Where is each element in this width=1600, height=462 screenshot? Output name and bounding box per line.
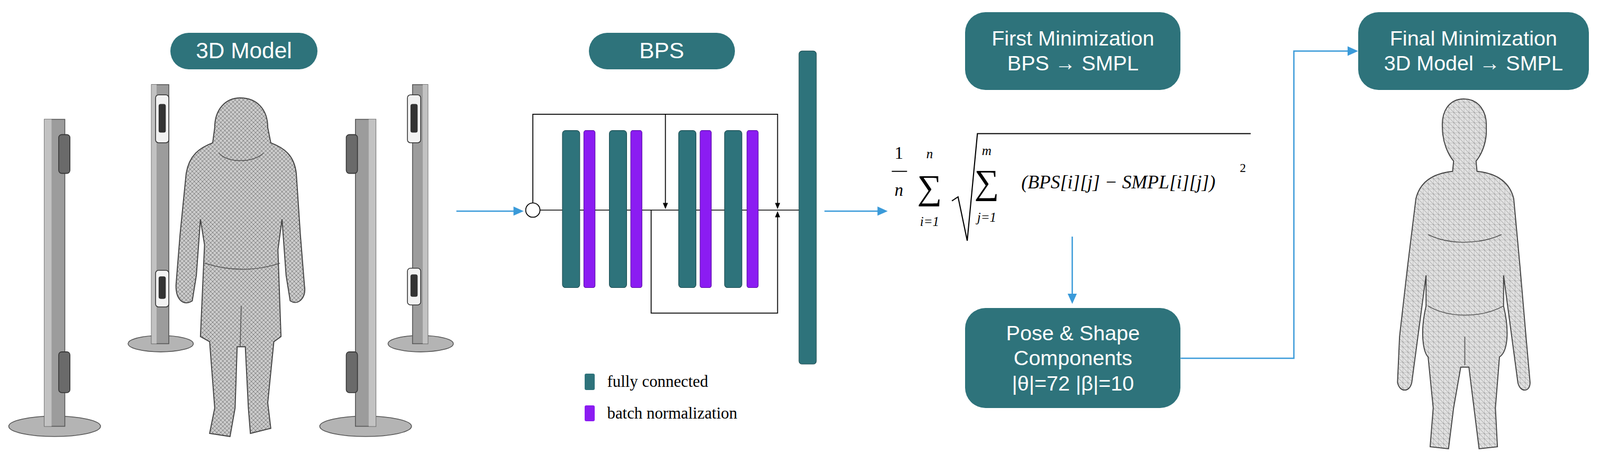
process-box: Pose & Shape Components|θ|=72 |β|=10 <box>965 307 1181 408</box>
camera <box>58 351 70 393</box>
flow-arrow <box>456 206 524 216</box>
clothing-fold <box>204 152 281 347</box>
camera-pole <box>387 84 453 352</box>
arrowhead <box>877 206 888 216</box>
node-text: 3D Model <box>195 37 293 65</box>
formula-term: n <box>926 147 934 161</box>
legend-text: batch normalization <box>607 405 738 422</box>
arrow-line <box>824 210 880 213</box>
arrowhead <box>513 206 524 216</box>
body-contour <box>1428 234 1504 366</box>
camera-pole <box>319 119 412 436</box>
flow-arrow <box>824 206 888 216</box>
pole-side <box>44 119 52 426</box>
pole-side <box>368 119 376 426</box>
legend-swatch <box>584 373 595 390</box>
bn-layer <box>747 130 759 288</box>
skip-connection <box>665 114 667 205</box>
camera <box>155 94 169 143</box>
arrowhead <box>662 203 669 210</box>
formula-term: ∑ <box>974 165 1000 200</box>
arrowhead <box>775 211 781 218</box>
network-diagram <box>525 50 817 365</box>
bn-layer <box>700 130 712 288</box>
node-text: Final Minimization <box>1389 25 1558 51</box>
node-text: 3D Model → SMPL <box>1384 50 1563 76</box>
arrowhead <box>775 203 781 210</box>
node-text: First Minimization <box>991 25 1154 51</box>
pole-side <box>422 84 429 344</box>
node-text: BPS → SMPL <box>1007 50 1139 76</box>
formula-term: m <box>982 144 992 158</box>
output-layer <box>798 50 817 365</box>
pole <box>355 119 377 426</box>
camera <box>407 268 421 305</box>
formula-term: j=1 <box>977 210 997 224</box>
node-text: BPS <box>639 37 685 65</box>
camera <box>346 351 358 393</box>
camera-lens <box>158 276 166 299</box>
connector <box>1180 50 1349 359</box>
camera-lens <box>410 274 418 297</box>
scanned-body-mesh <box>176 97 305 437</box>
section-pill: BPS <box>588 32 735 70</box>
flow-arrow <box>1067 236 1077 304</box>
formula-term: n <box>894 180 904 199</box>
fraction-bar <box>891 170 907 172</box>
section-pill: 3D Model <box>170 32 318 70</box>
node-text: |θ|=72 |β|=10 <box>1011 370 1134 396</box>
pole <box>151 84 169 344</box>
arrow-line <box>1071 236 1074 296</box>
formula-term: 1 <box>894 144 904 162</box>
process-box: Final Minimization3D Model → SMPL <box>1358 12 1589 90</box>
camera-lens <box>410 104 418 133</box>
fc-layer <box>609 130 627 288</box>
node-text: Pose & Shape Components <box>973 320 1173 371</box>
formula-term: (BPS[i][j] − SMPL[i][j]) <box>1021 173 1216 193</box>
camera <box>58 134 70 174</box>
square-root <box>951 133 1251 241</box>
formula-term: i=1 <box>920 214 940 229</box>
fc-layer <box>678 130 697 288</box>
legend-text: fully connected <box>607 373 709 390</box>
fc-layer <box>562 130 580 288</box>
input-node <box>525 203 541 218</box>
arrowhead <box>1067 293 1077 304</box>
arrowhead <box>1347 46 1359 56</box>
legend-swatch <box>584 405 595 422</box>
process-box: First MinimizationBPS → SMPL <box>965 12 1181 90</box>
camera-pole <box>8 119 101 436</box>
formula-term: 2 <box>1239 162 1247 175</box>
smpl-body-mesh <box>1397 98 1531 449</box>
fc-layer <box>724 130 742 288</box>
bn-layer <box>583 130 595 288</box>
camera <box>155 270 169 307</box>
skip-connection <box>651 210 778 314</box>
camera <box>346 134 358 174</box>
formula-term: ∑ <box>917 170 943 206</box>
bn-layer <box>630 130 642 288</box>
arrow-line <box>456 210 516 213</box>
camera-lens <box>158 104 166 133</box>
camera <box>407 94 421 143</box>
